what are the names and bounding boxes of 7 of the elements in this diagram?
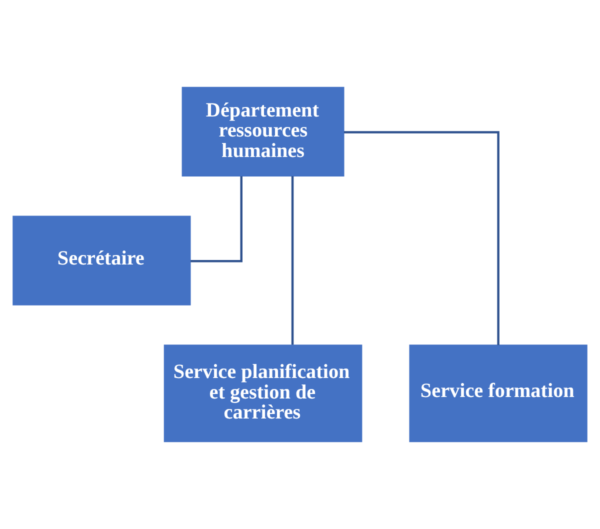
node-box: Service planification et gestion de carrières	[164, 344, 362, 442]
node-box: Service formation	[409, 344, 588, 442]
connector	[344, 131, 500, 346]
node-box: Secrétaire	[12, 216, 191, 306]
connector	[291, 176, 294, 345]
node-box: Département ressources humaines	[182, 86, 344, 177]
connector	[190, 176, 242, 262]
